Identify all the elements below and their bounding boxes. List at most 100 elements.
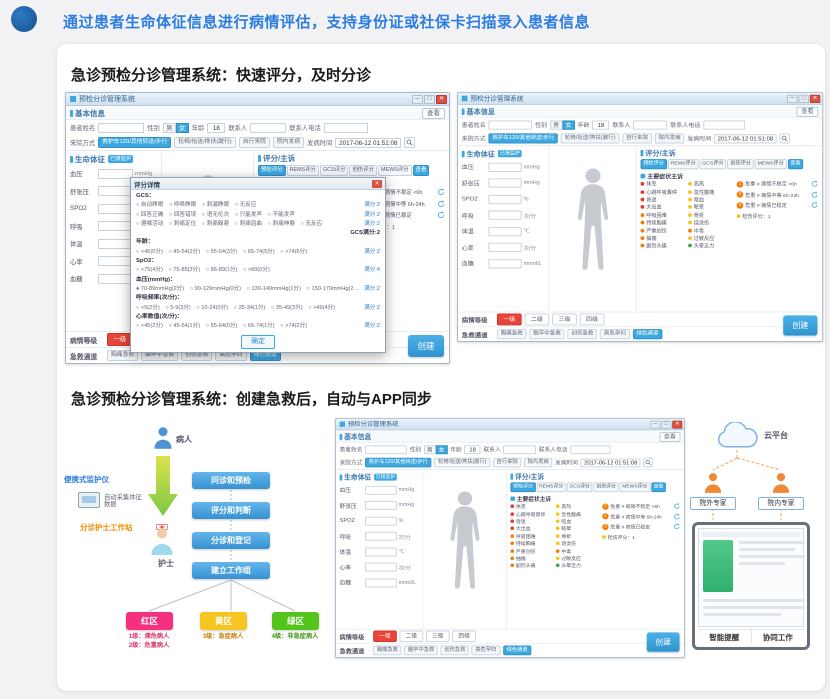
symptom-item[interactable]: 高热 bbox=[555, 503, 598, 510]
maximize-button[interactable]: □ bbox=[798, 94, 809, 103]
vital-input[interactable] bbox=[98, 168, 133, 179]
view-button[interactable]: 查看 bbox=[659, 431, 681, 442]
contact-phone-input[interactable] bbox=[323, 122, 368, 133]
criteria-options[interactable]: ○ 自动睁眼 ○ 呼唤睁眼 ○ 刺激睁眼 ○ 无反应 bbox=[136, 202, 257, 209]
close-button[interactable]: ✕ bbox=[672, 420, 683, 429]
symptom-item[interactable]: 眩晕 bbox=[688, 203, 732, 211]
scoring-more-button[interactable]: 查看 bbox=[787, 159, 804, 170]
symptom-item[interactable]: 头晕乏力 bbox=[555, 562, 598, 569]
arrival-option-2[interactable]: 自行来院 bbox=[238, 137, 270, 148]
maximize-button[interactable]: □ bbox=[661, 420, 672, 429]
scoring-tab-1[interactable]: REMS评分 bbox=[667, 159, 699, 170]
onset-time-input[interactable]: 2017-06-12 01:51:08 bbox=[714, 133, 777, 144]
symptom-item[interactable]: 呕血 bbox=[688, 196, 732, 204]
symptom-item[interactable]: 骨折 bbox=[688, 211, 732, 219]
vital-input[interactable] bbox=[488, 194, 522, 204]
vital-input[interactable] bbox=[364, 516, 397, 526]
arrival-option-0[interactable]: 救护车120/其他转送/步行 bbox=[98, 137, 172, 148]
symptom-item[interactable]: 呼吸困难 bbox=[510, 532, 552, 539]
vital-input[interactable] bbox=[488, 178, 522, 188]
vital-input[interactable] bbox=[488, 162, 522, 172]
vital-input[interactable] bbox=[488, 242, 522, 253]
gender-female-button[interactable]: 女 bbox=[435, 444, 448, 454]
level-button-0[interactable]: 一级 bbox=[373, 630, 397, 643]
arrival-option-1[interactable]: 轮椅/抬送/搀扶(跛行) bbox=[434, 457, 491, 468]
symptom-item[interactable]: 急性腹痛 bbox=[555, 510, 598, 517]
symptom-item[interactable]: 过敏反应 bbox=[688, 234, 732, 242]
channel-button-1[interactable]: 脑卒中急救 bbox=[529, 329, 565, 340]
level-button-0[interactable]: 一级 bbox=[496, 313, 522, 326]
vital-input[interactable] bbox=[98, 256, 133, 267]
symptom-item[interactable]: 剧烈头痛 bbox=[510, 562, 552, 569]
refresh-icon[interactable] bbox=[811, 191, 819, 198]
scoring-more-button[interactable]: 查看 bbox=[650, 482, 667, 493]
patient-name-input[interactable] bbox=[365, 444, 407, 454]
symptom-item[interactable]: 抽搐 bbox=[510, 554, 552, 562]
channel-button-3[interactable]: 高危孕妇 bbox=[471, 645, 501, 656]
create-button[interactable]: 创建 bbox=[783, 315, 818, 336]
age-input[interactable]: 18 bbox=[207, 122, 226, 133]
vital-input[interactable] bbox=[98, 203, 133, 214]
symptom-item[interactable]: 呼吸困难 bbox=[640, 211, 685, 219]
channel-button-2[interactable]: 创伤急救 bbox=[567, 329, 598, 340]
gender-female-button[interactable]: 女 bbox=[562, 120, 575, 130]
vital-input[interactable] bbox=[488, 210, 522, 220]
scoring-tab-1[interactable]: REMS评分 bbox=[286, 165, 319, 176]
contact-input[interactable] bbox=[250, 122, 287, 133]
symptom-item[interactable]: 抽搐 bbox=[640, 234, 685, 242]
search-icon[interactable] bbox=[404, 137, 416, 148]
channel-button-1[interactable]: 脑卒中急救 bbox=[404, 645, 438, 656]
refresh-icon[interactable] bbox=[673, 513, 680, 520]
symptom-item[interactable]: 休克 bbox=[640, 180, 685, 188]
symptom-item[interactable]: 高热 bbox=[688, 180, 732, 188]
channel-button-0[interactable]: 胸痛急救 bbox=[373, 645, 402, 656]
symptom-item[interactable]: 持续胸痛 bbox=[640, 219, 685, 227]
symptom-item[interactable]: 过敏反应 bbox=[555, 554, 598, 562]
patient-name-input[interactable] bbox=[98, 122, 145, 133]
minimize-button[interactable]: ─ bbox=[786, 94, 798, 103]
refresh-icon[interactable] bbox=[811, 180, 819, 187]
arrival-option-3[interactable]: 院内发病 bbox=[654, 133, 685, 144]
symptom-item[interactable]: 心跳呼吸骤停 bbox=[510, 510, 552, 517]
vital-input[interactable] bbox=[364, 547, 397, 557]
symptom-item[interactable]: 昏迷 bbox=[510, 517, 552, 525]
criteria-options[interactable]: ○ 遵嘱活动 ○ 刺痛定位 ○ 刺痛躲避 ○ 刺痛屈曲 ○ 刺痛伸展 ○ 无反应 bbox=[136, 220, 323, 227]
vital-input[interactable] bbox=[364, 578, 397, 588]
gender-female-button[interactable]: 女 bbox=[175, 122, 189, 133]
symptom-item[interactable]: 骨折 bbox=[555, 532, 598, 539]
vital-input[interactable] bbox=[364, 501, 397, 510]
create-button[interactable]: 创建 bbox=[408, 335, 444, 357]
gender-male-button[interactable]: 男 bbox=[423, 444, 436, 454]
scoring-tab-0[interactable]: 预检评分 bbox=[640, 159, 667, 170]
scoring-tab-2[interactable]: GCS评分 bbox=[699, 159, 727, 170]
view-button[interactable]: 查看 bbox=[796, 106, 819, 117]
contact-phone-input[interactable] bbox=[703, 120, 745, 130]
symptom-item[interactable]: 严重创伤 bbox=[510, 547, 552, 554]
contact-input[interactable] bbox=[503, 444, 537, 454]
gender-male-button[interactable]: 男 bbox=[162, 122, 176, 133]
close-button[interactable]: ✕ bbox=[436, 94, 447, 104]
onset-time-input[interactable]: 2017-06-12 01:51:08 bbox=[335, 137, 402, 148]
dialog-close-icon[interactable]: ✕ bbox=[372, 179, 382, 188]
create-button[interactable]: 创建 bbox=[646, 632, 680, 652]
vital-input[interactable] bbox=[364, 531, 397, 541]
arrival-option-1[interactable]: 轮椅/抬送/搀扶(跛行) bbox=[174, 137, 236, 148]
symptom-item[interactable]: 急性腹痛 bbox=[688, 188, 732, 196]
scoring-tab-2[interactable]: GCS评分 bbox=[319, 165, 349, 176]
symptom-item[interactable]: 呕血 bbox=[555, 517, 598, 525]
minimize-button[interactable]: ─ bbox=[650, 420, 661, 429]
symptom-item[interactable]: 休克 bbox=[510, 503, 552, 510]
vital-input[interactable] bbox=[364, 485, 397, 495]
symptom-item[interactable]: 中毒 bbox=[555, 547, 598, 554]
age-input[interactable]: 18 bbox=[464, 444, 481, 454]
scoring-tab-3[interactable]: 创伤评分 bbox=[349, 165, 377, 176]
view-button[interactable]: 查看 bbox=[422, 107, 445, 119]
channel-button-4[interactable]: 绿色通道 bbox=[632, 329, 663, 340]
scoring-tab-1[interactable]: REMS评分 bbox=[536, 482, 566, 493]
vital-input[interactable] bbox=[98, 273, 133, 284]
criteria-options[interactable]: ○ 回答正确 ○ 回答错误 ○ 语无伦次 ○ 只能发声 ○ 不能发声 bbox=[136, 211, 295, 218]
symptom-item[interactable]: 严重创伤 bbox=[640, 226, 685, 234]
arrival-option-0[interactable]: 救护车120/其他转送/步行 bbox=[488, 133, 559, 144]
vital-input[interactable] bbox=[98, 238, 133, 249]
criteria-options[interactable]: ● 70-89mmHg(2分) ○ 90-129mmHg(0分) ○ 130-1… bbox=[136, 285, 361, 292]
